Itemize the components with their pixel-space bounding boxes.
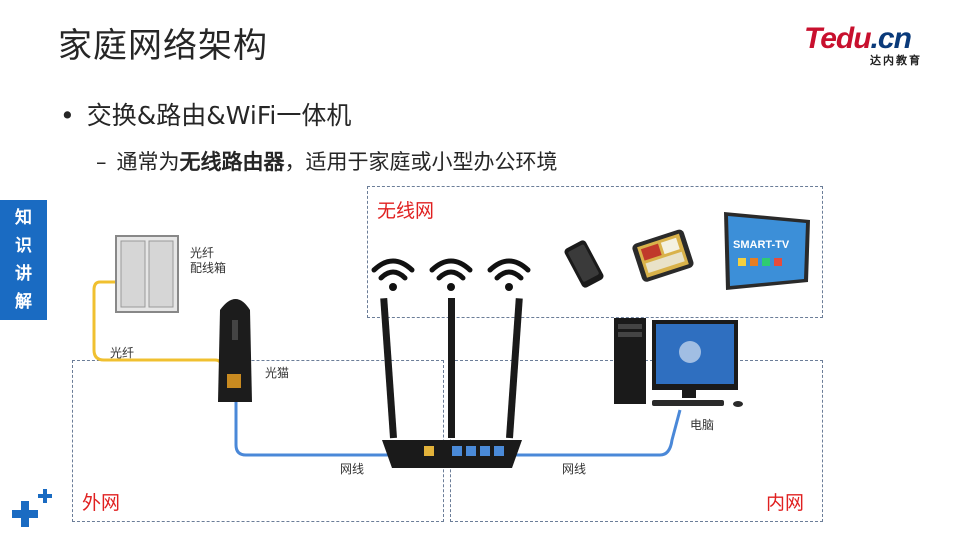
- optical-modem-label: 光猫: [265, 366, 290, 380]
- bullet-level2-prefix: 通常为: [116, 150, 180, 174]
- logo-subtitle: 达内教育: [870, 54, 922, 67]
- wireless-zone-label: 无线网: [377, 200, 435, 222]
- plus-decoration-icon: [12, 489, 52, 527]
- cable-right-label: 网线: [562, 462, 587, 476]
- side-tab-knowledge: 知 识 讲 解: [0, 200, 47, 320]
- bullet-level2: –通常为无线路由器，适用于家庭或小型办公环境: [96, 150, 558, 174]
- smart-tv-icon: SMART-TV: [724, 212, 810, 290]
- logo-wordmark: Tedu.cn: [804, 22, 912, 56]
- fiber-box-label: 光纤 配线箱: [190, 246, 227, 275]
- side-tab-char: 解: [15, 292, 32, 312]
- smart-tv-label: SMART-TV: [733, 239, 790, 251]
- side-tab-char: 识: [15, 236, 32, 256]
- fiber-distribution-box-icon: [115, 235, 179, 313]
- external-zone-label: 外网: [82, 492, 121, 514]
- smartphone-icon: [564, 240, 604, 288]
- fiber-label: 光纤: [110, 346, 135, 360]
- logo-suffix: .cn: [870, 22, 912, 55]
- tablet-icon: [632, 229, 694, 282]
- side-tab-char: 知: [15, 208, 32, 228]
- bullet-level2-bold: 无线路由器: [179, 150, 285, 174]
- bullet-level1-text: 交换&路由&WiFi一体机: [86, 101, 352, 130]
- side-tab-char: 讲: [15, 264, 32, 284]
- internal-zone-label: 内网: [766, 492, 805, 514]
- cable-left-label: 网线: [340, 462, 365, 476]
- wifi-icon-3: [487, 258, 531, 291]
- tedu-logo: Tedu.cn 达内教育: [804, 22, 944, 67]
- network-cable-left: [234, 384, 430, 457]
- bullet-level2-suffix: ，适用于家庭或小型办公环境: [284, 150, 558, 174]
- bullet-level1: •交换&路由&WiFi一体机: [60, 101, 352, 130]
- wifi-icon-1: [371, 258, 415, 291]
- computer-label: 电脑: [690, 418, 715, 432]
- wifi-icon-2: [429, 258, 473, 291]
- wireless-zone: [367, 186, 823, 318]
- optical-modem-icon: [218, 299, 252, 402]
- logo-brand: Tedu: [804, 22, 872, 55]
- wireless-router-icon: [380, 298, 523, 468]
- network-cable-right: [494, 409, 682, 457]
- desktop-computer-icon: [614, 318, 743, 407]
- page-title: 家庭网络架构: [58, 26, 268, 66]
